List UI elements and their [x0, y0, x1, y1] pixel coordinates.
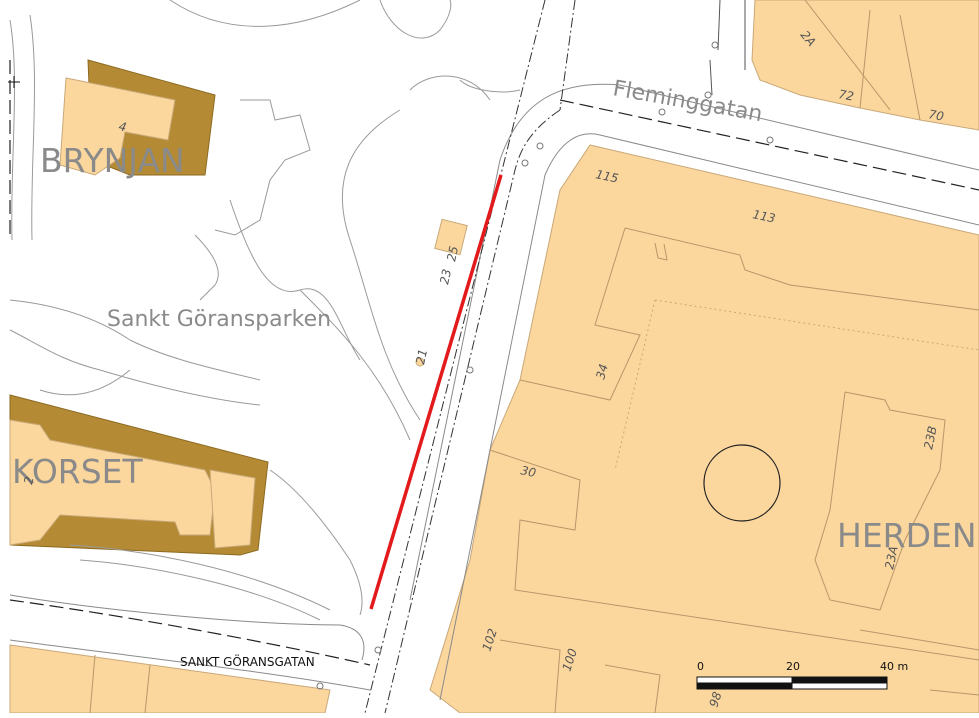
building-number: 115: [594, 167, 619, 185]
crosshair-icon: [8, 76, 20, 88]
scale-tick-20: 20: [786, 660, 800, 673]
street-label-fleminggatan: Fleminggatan: [611, 76, 764, 127]
building-23-25: [434, 218, 468, 256]
building-number: 2: [21, 475, 36, 485]
building-number: 100: [560, 646, 581, 672]
district-label-korset: KORSET: [12, 452, 144, 491]
utility-markers: [316, 41, 774, 690]
district-label-herden: HERDEN: [837, 516, 977, 555]
building-number: 23A: [882, 545, 901, 571]
street-label-sankt-goransgatan: SANKT GÖRANSGATAN: [180, 653, 315, 669]
building-number: 4: [117, 119, 127, 134]
building-herden: [429, 144, 979, 714]
building-number: 72: [837, 87, 854, 103]
building-number: 23: [437, 268, 454, 286]
building-number: 70: [927, 107, 945, 124]
district-label-brynjan: BRYNJAN: [40, 141, 185, 180]
building-21: [415, 357, 425, 367]
building-2a: [751, 0, 979, 131]
building-number: 21: [413, 348, 430, 366]
circular-structure: [703, 444, 781, 522]
building-brynjan: [59, 77, 176, 176]
scale-tick-40: 40 m: [880, 660, 908, 673]
highlighted-road-segment[interactable]: [369, 174, 503, 610]
building-number: 113: [751, 207, 776, 225]
fleminggatan-north-edge: [409, 83, 979, 601]
building-number: 102: [480, 627, 500, 653]
building-number: 23B: [921, 425, 940, 451]
building-korset: [9, 419, 216, 546]
scale-bar: 0 20 40 m: [696, 660, 908, 690]
building-number: 98: [707, 690, 725, 709]
scale-tick-0: 0: [697, 660, 704, 673]
building-number: 30: [519, 463, 537, 480]
building-number: 34: [593, 362, 610, 380]
building-number: 25: [444, 245, 461, 263]
park-label: Sankt Göransparken: [107, 307, 331, 332]
fleminggatan-south-edge: [439, 133, 979, 701]
